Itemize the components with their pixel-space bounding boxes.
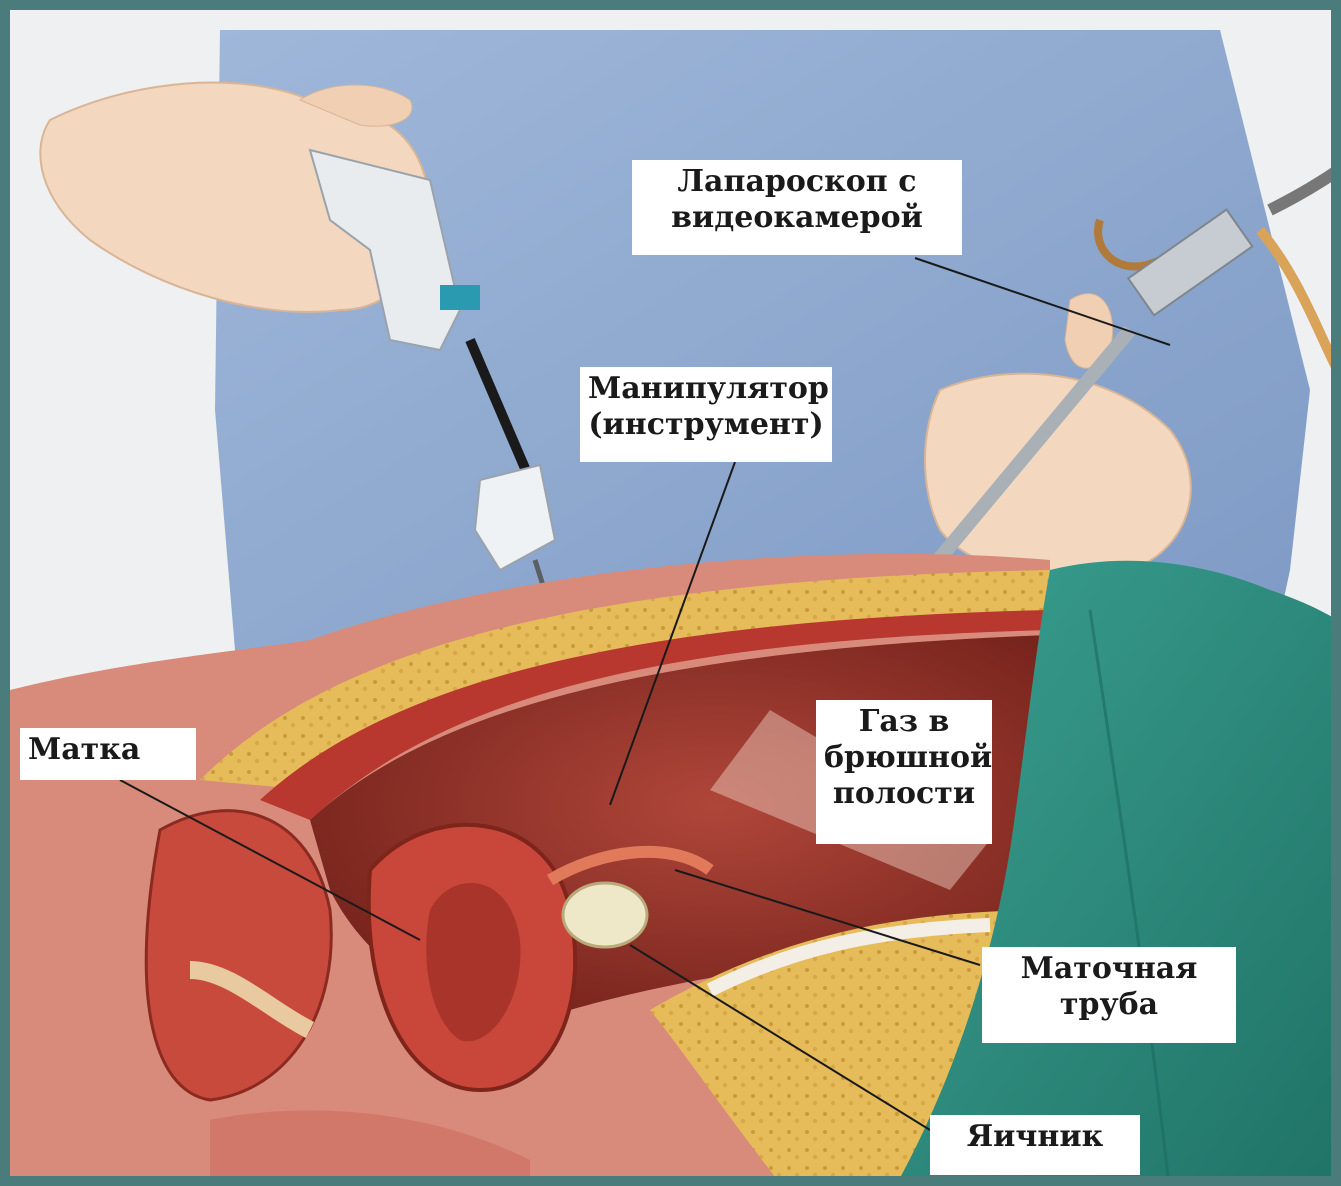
label-line: Матка (28, 732, 188, 768)
label-line: Лапароскоп с (640, 164, 954, 200)
label-line: полости (824, 776, 984, 812)
label-laparoscope: Лапароскоп с видеокамерой (632, 160, 962, 255)
label-gas: Газ в брюшной полости (816, 700, 992, 844)
label-line: видеокамерой (640, 200, 954, 236)
label-line: брюшной (824, 740, 984, 776)
ovary-shape (563, 883, 647, 947)
label-line: Яичник (938, 1119, 1132, 1155)
label-ovary: Яичник (930, 1115, 1140, 1175)
label-line: Маточная (990, 951, 1228, 987)
label-uterus: Матка (20, 728, 196, 780)
label-line: Манипулятор (588, 371, 824, 407)
label-fallopian-tube: Маточная труба (982, 947, 1236, 1043)
label-line: Газ в (824, 704, 984, 740)
label-manipulator: Манипулятор (инструмент) (580, 367, 832, 462)
label-line: (инструмент) (588, 407, 824, 443)
label-line: труба (990, 987, 1228, 1023)
